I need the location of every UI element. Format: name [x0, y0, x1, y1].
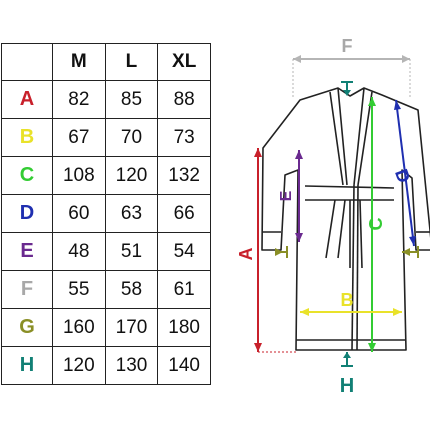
table-cell: 51: [104, 232, 159, 271]
size-chart-table: M L XL A 82 85 88 B 67 70 73 C 108 120 1…: [1, 43, 211, 385]
row-label-c: C: [1, 156, 53, 195]
table-cell: 54: [157, 232, 211, 271]
size-header-xl: XL: [157, 43, 211, 81]
table-row: D 60 63 66: [1, 194, 211, 233]
table-cell: 160: [52, 308, 106, 347]
table-row: F 55 58 61: [1, 270, 211, 309]
table-cell: 120: [52, 346, 106, 385]
measure-f: F: [292, 36, 411, 98]
row-label-g: G: [1, 308, 53, 347]
table-cell: 170: [104, 308, 159, 347]
table-corner-cell: [1, 43, 53, 81]
row-label-f: F: [1, 270, 53, 309]
measure-h: H: [340, 81, 354, 397]
measure-c: C: [366, 97, 386, 352]
table-cell: 63: [104, 194, 159, 233]
table-row: E 48 51 54: [1, 232, 211, 271]
table-cell: 66: [157, 194, 211, 233]
row-label-a: A: [1, 80, 53, 119]
table-cell: 73: [157, 118, 211, 157]
measure-g: [275, 246, 419, 258]
table-row: B 67 70 73: [1, 118, 211, 157]
table-cell: 60: [52, 194, 106, 233]
measure-label-d: D: [391, 166, 414, 185]
table-cell: 82: [52, 80, 106, 119]
measure-label-c: C: [366, 218, 386, 231]
measure-label-b: B: [341, 290, 354, 310]
table-row: G 160 170 180: [1, 308, 211, 347]
table-cell: 120: [104, 156, 159, 195]
measure-label-e: E: [278, 190, 295, 201]
measure-d: D: [391, 99, 416, 247]
table-row: C 108 120 132: [1, 156, 211, 195]
table-cell: 58: [104, 270, 159, 309]
table-cell: 61: [157, 270, 211, 309]
table-header-row: M L XL: [1, 43, 211, 81]
table-cell: 180: [157, 308, 211, 347]
measure-label-f: F: [342, 36, 353, 56]
table-cell: 48: [52, 232, 106, 271]
table-cell: 108: [52, 156, 106, 195]
table-cell: 140: [157, 346, 211, 385]
row-label-b: B: [1, 118, 53, 157]
size-header-l: L: [104, 43, 159, 81]
table-row: H 120 130 140: [1, 346, 211, 385]
row-label-e: E: [1, 232, 53, 271]
row-label-d: D: [1, 194, 53, 233]
table-cell: 70: [104, 118, 159, 157]
measure-label-a: A: [236, 248, 256, 261]
table-cell: 85: [104, 80, 159, 119]
table-cell: 88: [157, 80, 211, 119]
table-cell: 132: [157, 156, 211, 195]
table-row: A 82 85 88: [1, 80, 211, 119]
measure-a: A: [236, 148, 296, 353]
row-label-h: H: [1, 346, 53, 385]
table-cell: 67: [52, 118, 106, 157]
table-cell: 55: [52, 270, 106, 309]
bathrobe-outline: [261, 87, 430, 351]
size-header-m: M: [52, 43, 106, 81]
measure-e: E: [278, 150, 303, 242]
measure-b: B: [300, 290, 402, 316]
table-cell: 130: [104, 346, 159, 385]
measure-label-h: H: [340, 375, 354, 397]
bathrobe-measurement-diagram: F A E C D: [236, 36, 430, 397]
